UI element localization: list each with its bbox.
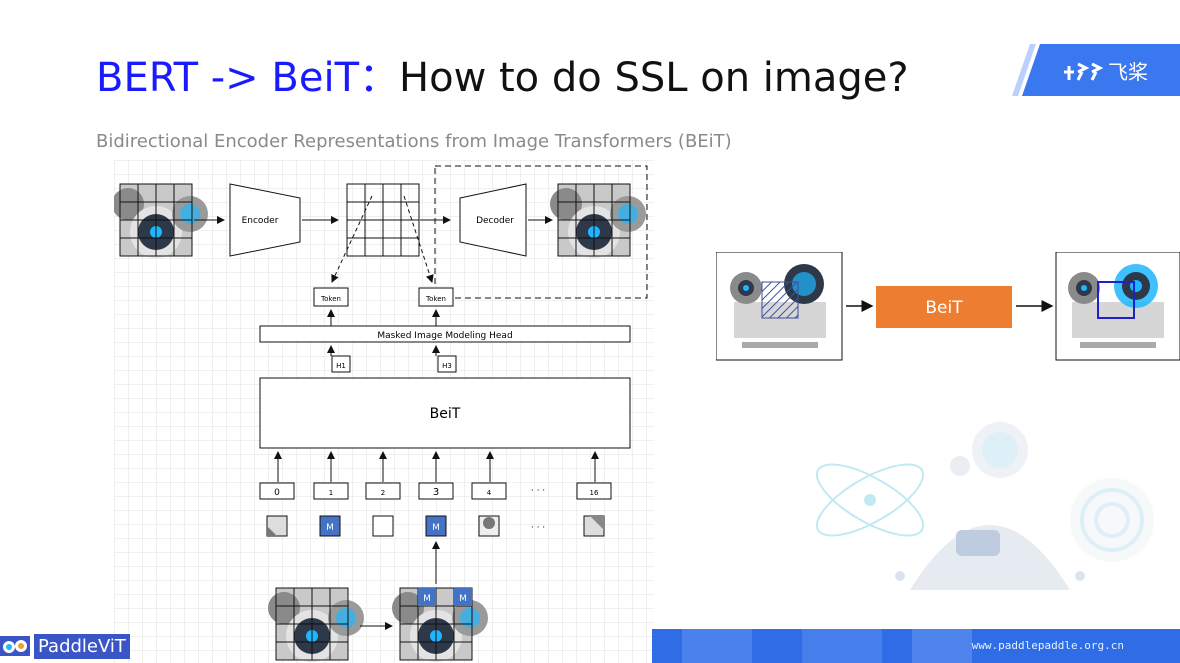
reconstructed-robot-output xyxy=(1055,252,1180,361)
title-main: How to do SSL on image? xyxy=(399,55,909,101)
token-box-2: Token xyxy=(418,287,454,307)
pos-16: 16 xyxy=(590,489,599,497)
pos-3: 3 xyxy=(433,487,439,498)
pos-ellipsis: · · · xyxy=(531,486,545,496)
beit-transformer: BeiT xyxy=(259,377,631,449)
svg-text:Token: Token xyxy=(425,295,446,303)
title-accent: BERT -> BeiT： xyxy=(96,55,400,101)
decoder-dashed-region xyxy=(434,165,648,299)
decorative-robot-illustration xyxy=(815,422,1154,590)
footer-brand-text: PaddleViT xyxy=(34,633,130,659)
footer-url[interactable]: www.paddlepaddle.org.cn xyxy=(971,639,1124,652)
mask-patch-3: M xyxy=(432,523,440,533)
hidden-h3: H3 xyxy=(437,355,457,373)
pos-4: 4 xyxy=(487,489,492,497)
subtitle: Bidirectional Encoder Representations fr… xyxy=(96,131,732,152)
svg-text:M: M xyxy=(423,594,431,604)
hidden-h1: H1 xyxy=(331,355,351,373)
svg-text:H1: H1 xyxy=(336,362,346,370)
encoder-block: Encoder xyxy=(229,183,301,257)
image-patches: M M · · · xyxy=(266,515,605,537)
pos-1: 1 xyxy=(329,489,333,497)
paddle-logo-icon xyxy=(1064,62,1104,81)
logo-text: 飞桨 xyxy=(1108,60,1148,84)
beit-inpainting-diagram: BeiT xyxy=(716,252,1180,361)
svg-text:Token: Token xyxy=(320,295,341,303)
paddlevit-logo-icon xyxy=(0,636,30,656)
pos-2: 2 xyxy=(381,489,385,497)
beit-pretraining-diagram: Encoder Decoder Token Token Masked Image… xyxy=(114,160,654,663)
position-inputs: 0 1 2 3 4 · · · 16 xyxy=(259,451,612,500)
masked-robot-input xyxy=(716,252,843,361)
footer-bar xyxy=(652,629,1180,663)
svg-text:H3: H3 xyxy=(442,362,452,370)
decoder-block: Decoder xyxy=(459,183,527,257)
token-box-1: Token xyxy=(313,287,349,307)
paddle-logo: 飞桨 xyxy=(1012,44,1180,96)
encoder-label: Encoder xyxy=(242,216,279,226)
decoder-label: Decoder xyxy=(476,216,514,226)
beit-model-box: BeiT xyxy=(876,286,1012,328)
svg-text:BeiT: BeiT xyxy=(925,298,963,318)
svg-text:BeiT: BeiT xyxy=(430,406,461,422)
mask-patch-1: M xyxy=(326,523,334,533)
patch-ellipsis: · · · xyxy=(531,523,545,533)
masked-image-bottom: M M xyxy=(392,587,488,662)
page-title: BERT -> BeiT：How to do SSL on image? xyxy=(96,50,909,106)
mim-head: Masked Image Modeling Head xyxy=(259,325,631,343)
svg-text:Masked Image Modeling Head: Masked Image Modeling Head xyxy=(377,331,512,341)
footer-brand: PaddleViT xyxy=(0,629,130,663)
svg-text:M: M xyxy=(459,594,467,604)
pos-0: 0 xyxy=(274,488,280,498)
